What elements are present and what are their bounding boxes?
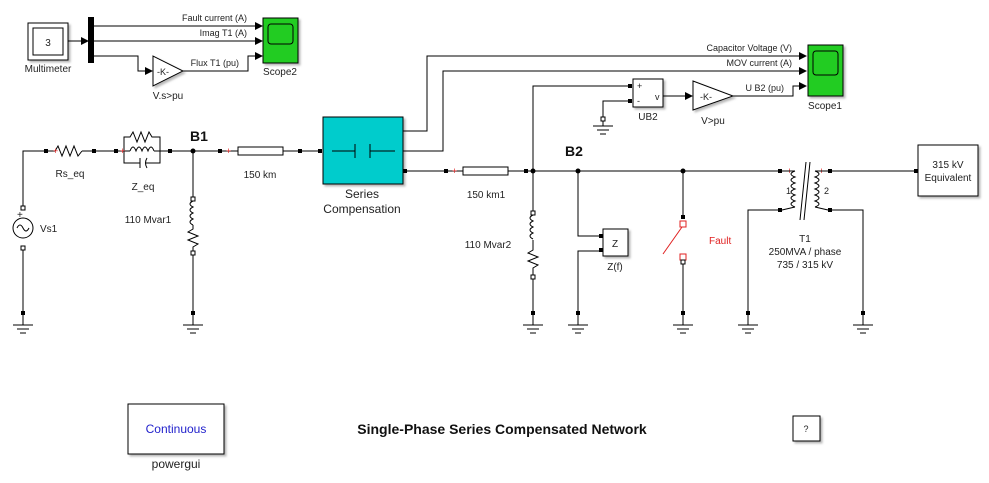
signal-mov-current: MOV current (A) [726,58,792,68]
ground-icon [853,311,873,334]
equivalent-line1: 315 kV [932,160,963,171]
equivalent-line2: Equivalent [925,173,972,184]
wire-capacitor-voltage [403,52,807,132]
ub2-out: v [655,92,660,102]
ub2-minus: - [637,96,640,106]
ground-icon [183,311,203,334]
signal-u-b2: U B2 (pu) [745,83,784,93]
line2-label: 150 km1 [467,190,506,201]
t1-label-3: 735 / 315 kV [777,260,833,271]
gain-vs-label: V.s>pu [153,91,184,102]
impedance-z-eq[interactable]: + [118,130,161,169]
t1-label-2: 250MVA / phase [769,247,842,258]
svg-text:+: + [226,146,231,156]
shunt-110-mvar1[interactable] [186,200,200,251]
svg-text:+: + [53,146,58,156]
powergui-mode: Continuous [146,422,207,436]
equivalent-315kv-block[interactable]: 315 kV Equivalent [917,144,979,197]
bus-b1-label: B1 [190,128,208,144]
diagram-title: Single-Phase Series Compensated Network [357,421,647,437]
t1-label-1: T1 [799,234,811,245]
demux-block[interactable] [88,17,94,63]
svg-text:+: + [17,210,23,221]
ground-icon [523,311,543,334]
line-150-km[interactable]: + [222,146,298,156]
multimeter-label: Multimeter [25,64,72,75]
t1-winding1: 1 [786,186,791,196]
svg-text:+: + [452,166,457,176]
signal-flux-t1: Flux T1 (pu) [191,58,239,68]
series-comp-label-2: Compensation [323,202,400,216]
voltage-measurement-ub2[interactable]: + - v [632,78,664,108]
ub2-plus: + [637,81,642,91]
voltage-source-vs1[interactable]: + [12,210,34,239]
fault-breaker[interactable] [662,220,687,261]
wire [22,150,45,208]
resistor-rs-eq[interactable]: + [48,144,92,158]
scope2-block[interactable] [262,17,299,64]
t1-winding2: 2 [824,186,829,196]
bus-b2-label: B2 [565,143,583,159]
shunt-110-mvar2[interactable] [526,214,540,275]
z-eq-label: Z_eq [132,182,155,193]
mvar2-label: 110 Mvar2 [465,240,512,251]
gain-vs-text: -K- [157,67,169,77]
gain-v-pu-block[interactable]: -K- [692,80,735,111]
ground-icon [673,311,693,334]
ub2-label: UB2 [638,112,658,123]
signal-fault-current: Fault current (A) [182,13,247,23]
line-150-km1[interactable]: + [448,166,524,176]
signal-capacitor-voltage: Capacitor Voltage (V) [706,43,792,53]
powergui-label: powergui [152,457,201,471]
transformer-t1[interactable]: + + [781,161,829,221]
scope1-label: Scope1 [808,101,842,112]
signal-imag-t1: Imag T1 (A) [200,28,247,38]
ground-icon [738,311,758,334]
gain-vs-pu-block[interactable]: -K- [152,55,185,87]
help-button[interactable]: ? [792,415,821,442]
scope1-block[interactable] [807,44,844,97]
rs-eq-label: Rs_eq [56,169,85,180]
svg-text:+: + [120,146,125,156]
scope2-label: Scope2 [263,67,297,78]
gain-v-label: V>pu [701,116,725,127]
wire [532,85,632,171]
series-comp-label-1: Series [345,187,379,201]
multimeter-value: 3 [45,38,51,49]
zf-text: Z [612,239,618,250]
wire-mov-current [403,67,807,152]
gain-v-text: -K- [700,92,712,102]
wire-flux [94,55,153,75]
series-compensation-block[interactable] [322,116,404,185]
powergui-block[interactable]: Continuous [127,403,225,455]
line1-label: 150 km [244,170,277,181]
help-text: ? [803,424,808,434]
fault-label: Fault [709,236,731,247]
ground-icon [13,311,33,334]
ground-icon [568,311,588,334]
multimeter-block[interactable]: 3 [27,22,69,61]
impedance-zf-block[interactable]: Z [602,228,629,257]
wire [183,52,263,72]
vs1-label: Vs1 [40,224,58,235]
zf-label: Z(f) [607,262,623,273]
mvar1-label: 110 Mvar1 [125,215,172,226]
